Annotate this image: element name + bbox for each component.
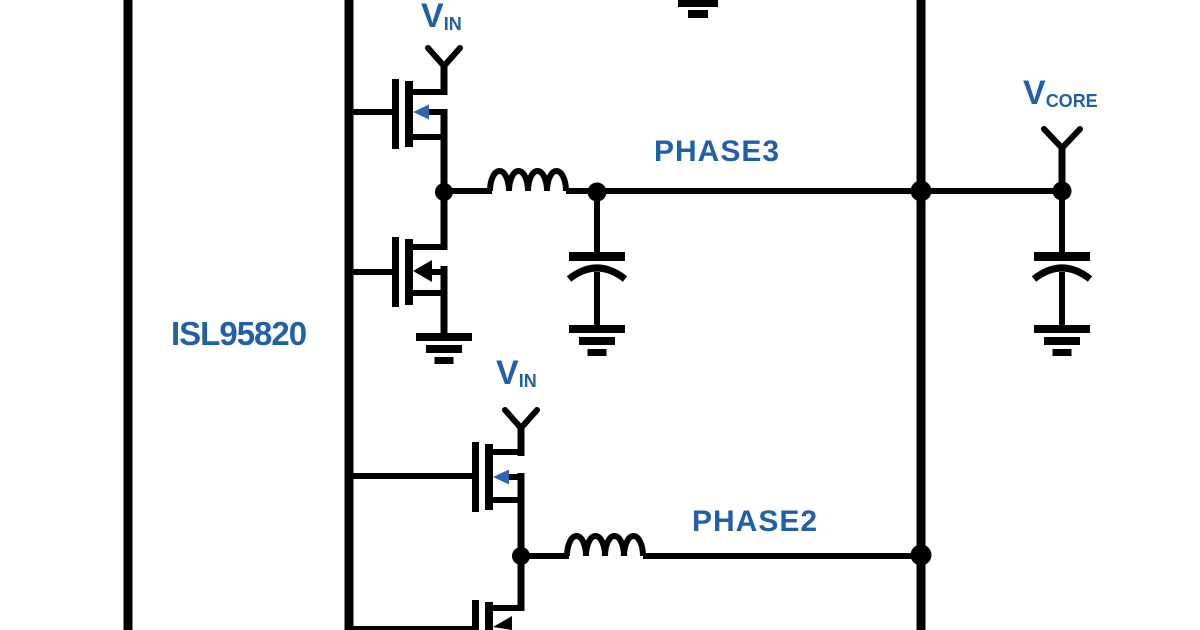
vcore-base: V [1023, 74, 1046, 112]
channel-bar [405, 81, 413, 147]
output-bus-line [916, 0, 926, 630]
phase2-stage [349, 407, 932, 630]
nmos-low-side-phase2-icon [349, 552, 525, 630]
channel-bar [485, 602, 493, 630]
body-arrow-icon [413, 104, 429, 120]
junction-dot-bus-phase2 [910, 544, 932, 566]
ground-icon-vcore-cap [1034, 325, 1090, 356]
inductor-icon-phase2 [564, 533, 646, 557]
vin-supply-arrow-icon-phase2 [502, 407, 540, 431]
phase3-stage [349, 45, 1062, 364]
phase3-net-label: PHASE3 [654, 135, 781, 168]
vcore-sub: CORE [1045, 91, 1098, 111]
capacitor-icon-vcore [1031, 191, 1093, 329]
vcore-output [910, 126, 1093, 356]
vin-base: V [496, 354, 519, 392]
ic-right-edge [344, 0, 354, 630]
vcore-supply-arrow-icon [1041, 126, 1083, 151]
body-arrow-icon [493, 616, 512, 630]
body-arrow-icon [413, 260, 432, 282]
vin-label-phase2: VIN [496, 356, 537, 390]
ic-left-edge [123, 0, 133, 630]
capacitor-icon-phase3 [566, 182, 628, 329]
cap-plate [569, 252, 625, 261]
nmos-high-side-phase2-icon [349, 426, 525, 560]
ground-icon-phase3-mosfet [416, 333, 472, 364]
body-arrow-icon [493, 469, 509, 485]
cap-curved-plate [1031, 264, 1093, 282]
vcore-label: VCORE [1023, 76, 1098, 110]
ground-icon-top-partial [678, 0, 718, 18]
gate-bar [472, 600, 479, 630]
channel-bar [405, 239, 413, 305]
channel-bar [485, 444, 493, 510]
vin-sub: IN [443, 14, 462, 34]
inductor-icon-phase3 [487, 168, 569, 192]
cap-plate [1034, 252, 1090, 261]
gate-bar [392, 79, 399, 149]
nmos-high-side-phase3-icon [349, 63, 448, 196]
phase2-net-label: PHASE2 [692, 505, 819, 538]
gate-bar [392, 237, 399, 307]
chip-name-label: ISL95820 [171, 315, 307, 352]
cap-curved-plate [566, 264, 628, 282]
vin-sub: IN [518, 371, 537, 391]
junction-dot-bus-phase3 [910, 180, 932, 202]
nmos-low-side-phase3-icon [349, 188, 448, 336]
gate-bar [472, 442, 479, 512]
vin-label-phase3: VIN [421, 0, 462, 33]
vin-base: V [421, 0, 444, 35]
ground-icon-phase3-cap [569, 325, 625, 356]
